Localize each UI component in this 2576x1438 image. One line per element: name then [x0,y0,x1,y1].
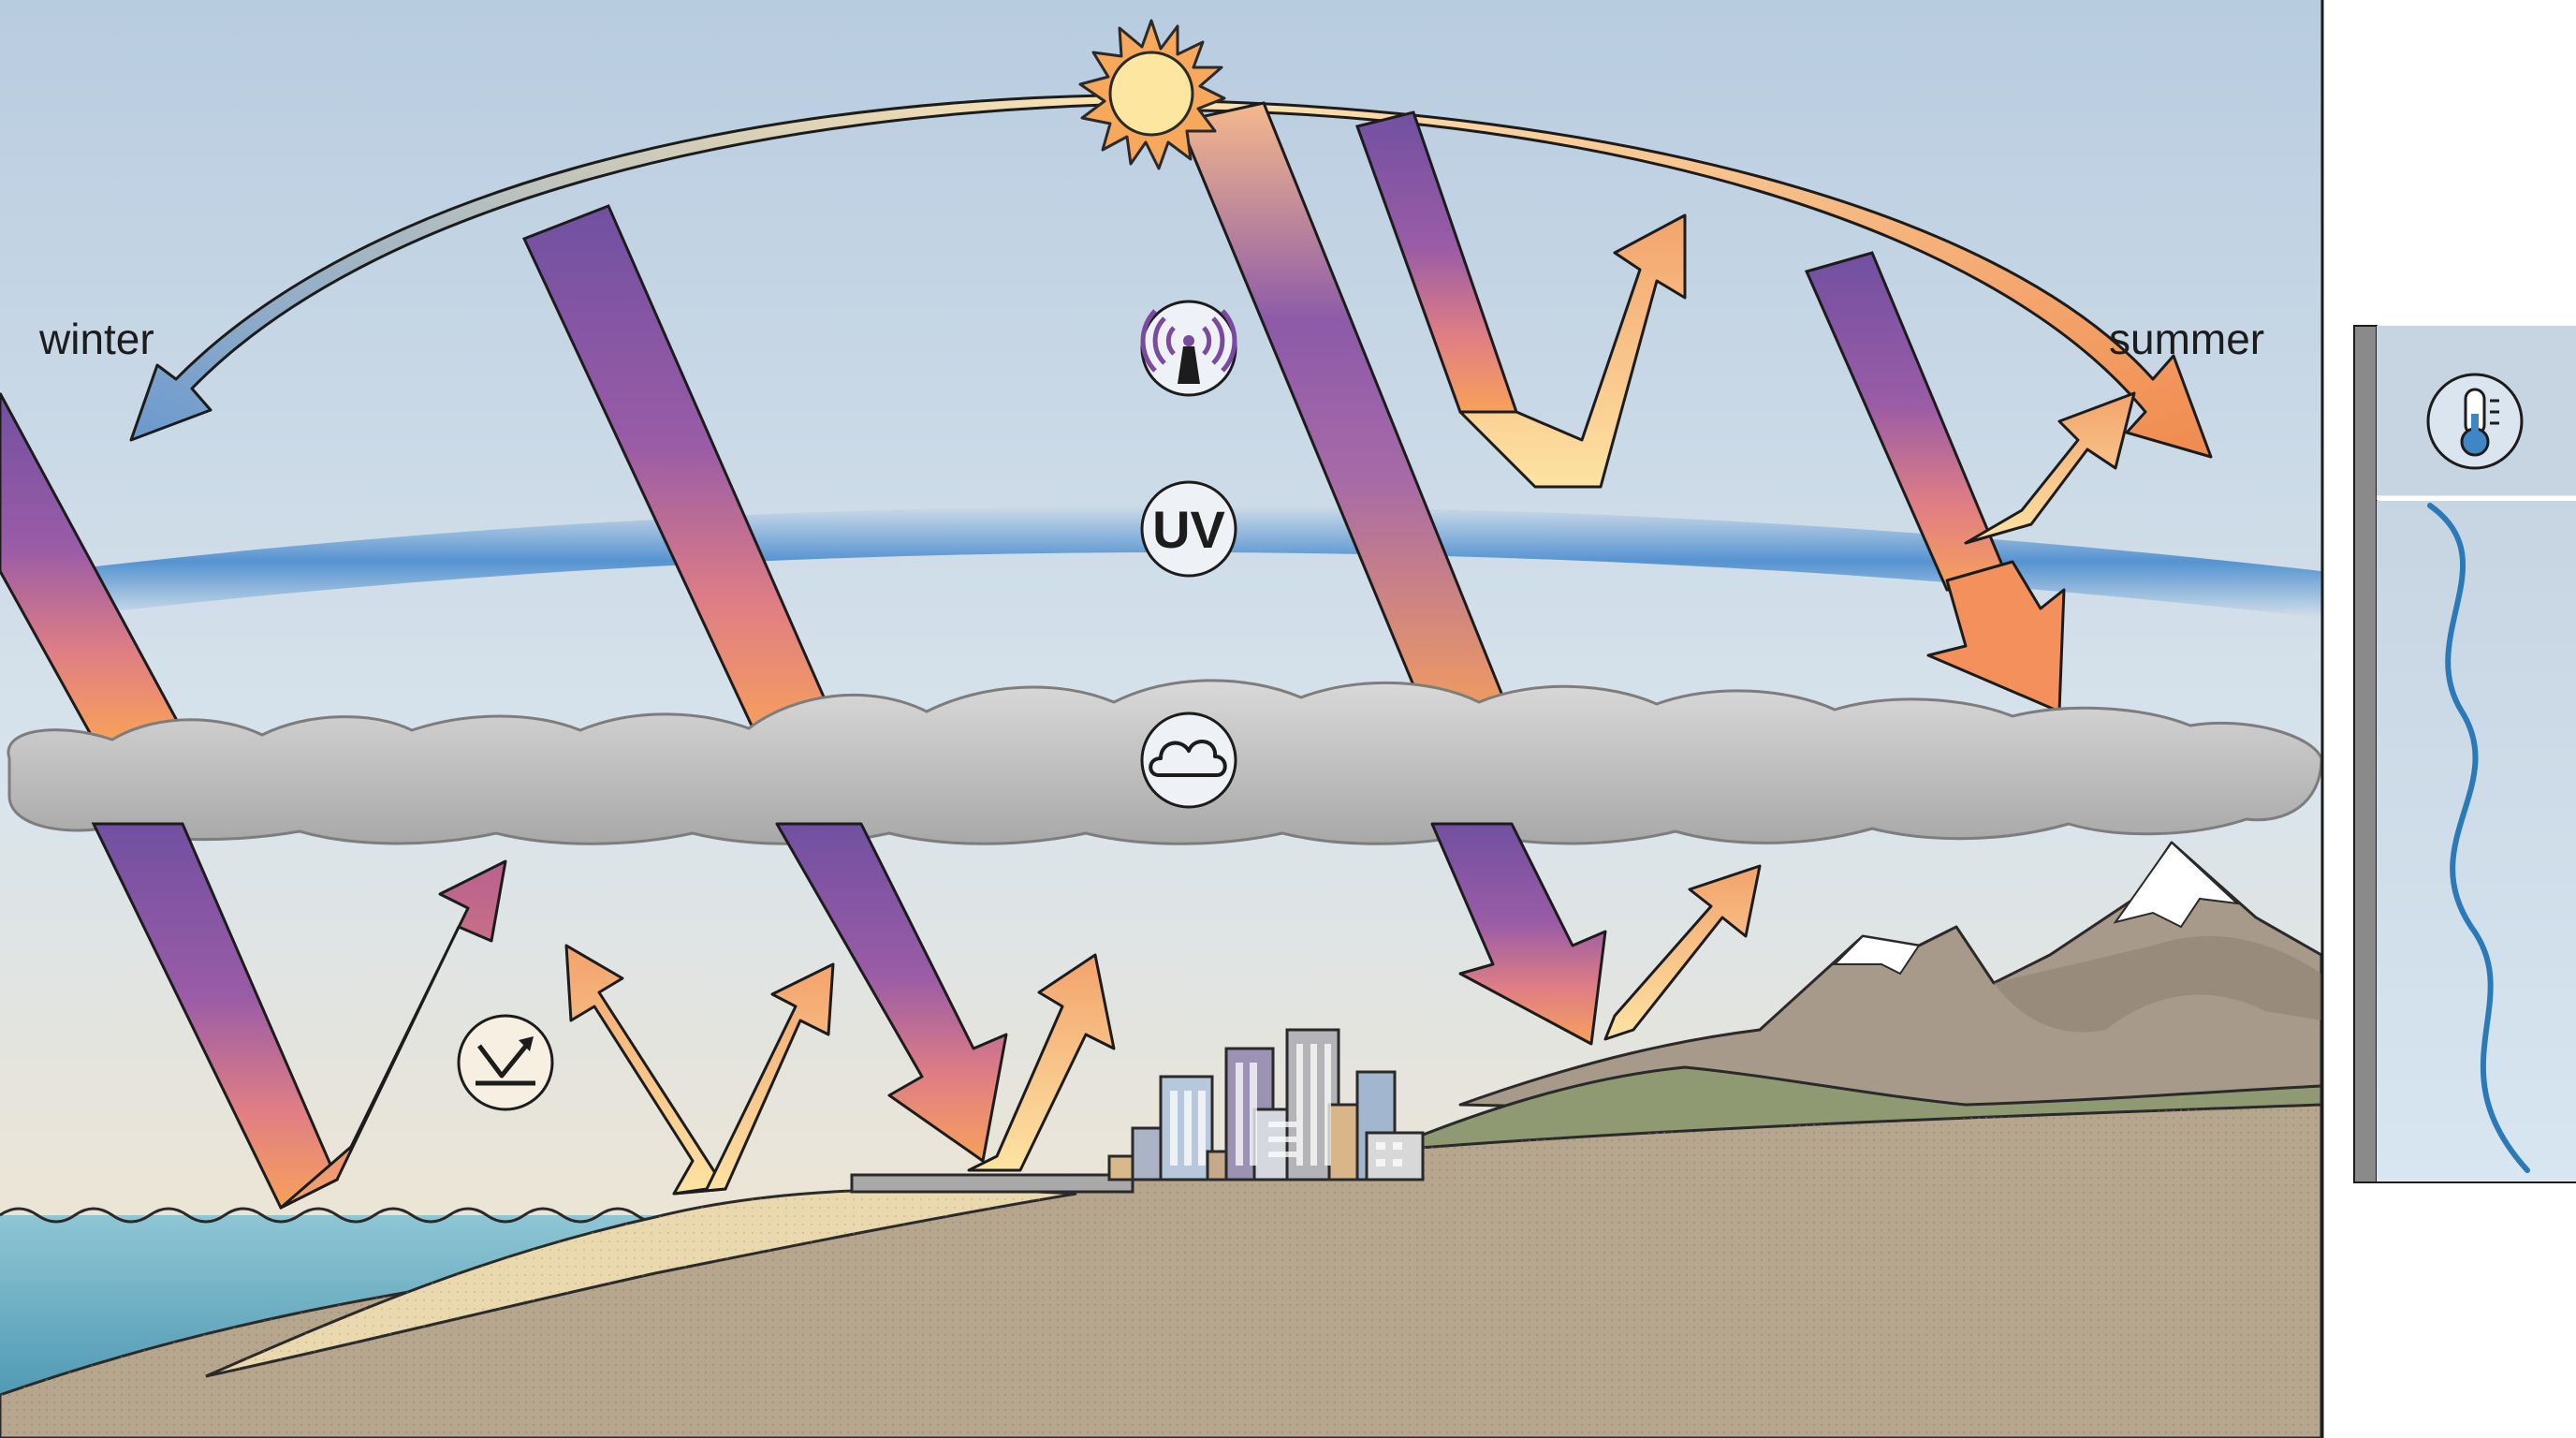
sun-icon [1078,19,1226,170]
winter-arc-arrow [129,94,1106,442]
uv-label: UV [1152,500,1225,559]
cloud-icon [1140,712,1237,809]
ray-mountain-reflected [1603,864,1762,1041]
city-windows [1170,1044,1402,1167]
mountain-snow-left [1832,934,1921,976]
uv-icon: UV [1140,480,1237,578]
mountain-snow-right [2113,841,2240,929]
summer-arc-arrow [1196,99,2213,459]
winter-label: winter [38,315,154,363]
ray-mountain-incoming [1430,822,1607,1046]
profile-axis-bar [2353,325,2378,1183]
ozone-reflection-arrow-down [1926,560,2066,713]
ozone-layer-band [56,506,2321,618]
thermometer-icon [2426,373,2524,470]
ground-texture [0,1105,2321,1438]
ray-beach-reflected-left [564,944,727,1196]
profile-plot-area [2377,501,2576,1182]
mountain-shadow [1994,936,2321,1033]
ozone-reflection-arrow-up [1964,391,2136,545]
mountain-range [1458,841,2321,1125]
ray-city-reflected [967,953,1116,1172]
upper-reflection-arrow [1458,213,1687,489]
temperature-profile-panel [2353,325,2576,1183]
summer-label: summer [2109,315,2264,363]
ray-beach-reflected-right [672,962,835,1196]
sand-texture [206,1189,1076,1376]
ray-ocean-reflected [279,859,507,1210]
radio-antenna-icon [1140,300,1237,397]
sea-waves [0,1207,675,1224]
reflection-icon [457,1014,554,1111]
pier-platform [850,1173,1134,1194]
temperature-profile-line [2427,503,2530,1173]
ray-city-incoming [775,822,1008,1163]
